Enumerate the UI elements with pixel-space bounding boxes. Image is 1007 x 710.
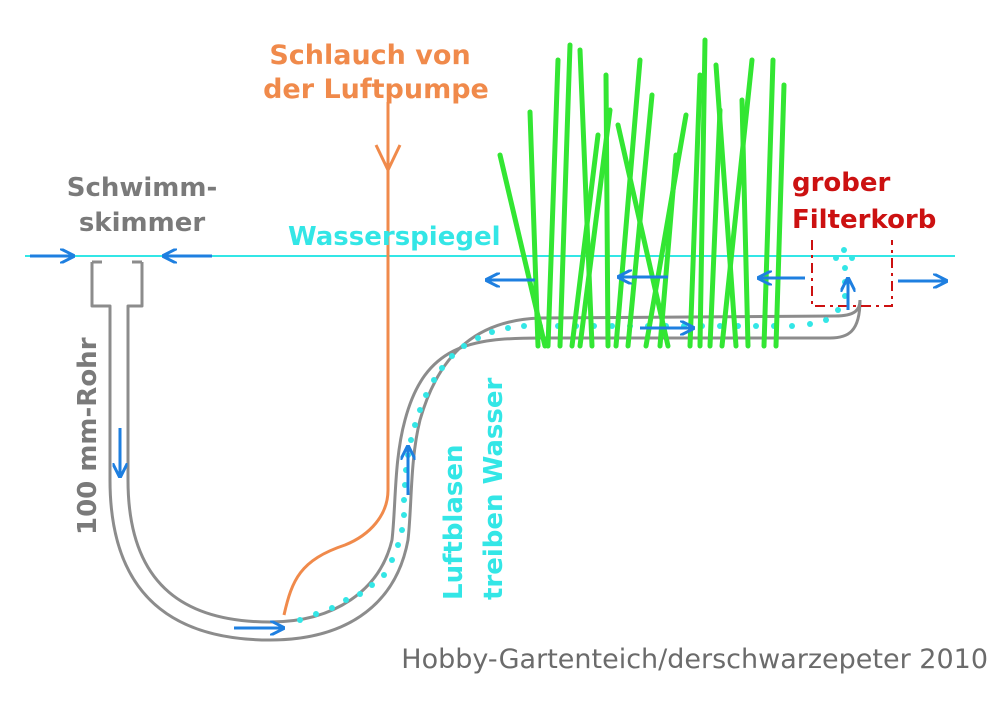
pipe (90, 260, 862, 642)
hose-label-line2: der Luftpumpe (263, 74, 489, 105)
skimmer-label-line2: skimmer (79, 208, 205, 238)
credit-text: Hobby-Gartenteich/derschwarzepeter 2010 (401, 644, 988, 675)
skimmer-label-line1: Schwimm- (67, 173, 218, 203)
filter-basket (811, 240, 893, 307)
water-level-label: Wasserspiegel (288, 222, 501, 252)
pipe-label: 100 mm-Rohr (73, 337, 103, 535)
hose-arrow-head (374, 144, 402, 174)
air-hose (282, 102, 390, 616)
bubbles-label-line1: Luftblasen (439, 444, 469, 600)
bubbles-label-line2: treiben Wasser (479, 378, 509, 600)
flow-arrows (30, 256, 945, 628)
hose-label-line1: Schlauch von (269, 40, 470, 71)
filter-label-line1: grober (792, 168, 891, 198)
water-plants (497, 37, 787, 349)
filter-label-line2: Filterkorb (792, 205, 936, 235)
